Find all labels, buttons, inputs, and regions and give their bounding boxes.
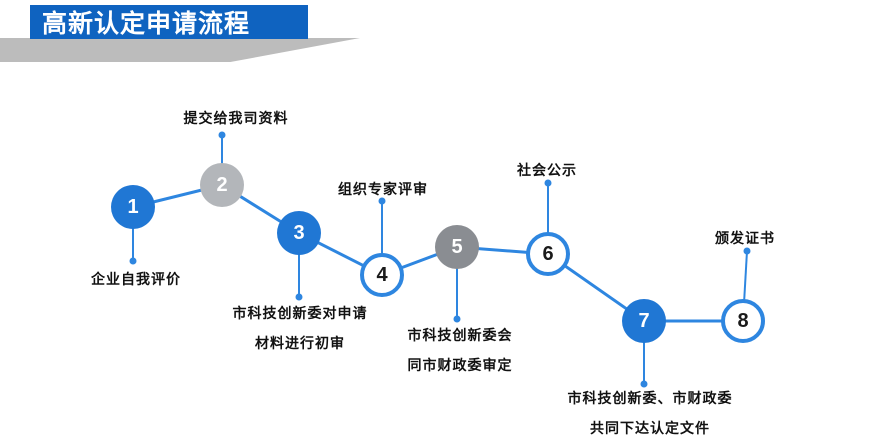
page-title: 高新认定申请流程 [30,5,308,39]
step-node-2: 2 [200,163,244,207]
step-node-3: 3 [277,211,321,255]
step-label-3: 市科技创新委对申请 材料进行初审 [232,305,368,351]
step-number-6: 6 [542,242,554,265]
step-number-1: 1 [127,195,139,218]
stub-dot-4 [378,197,386,205]
step-node-7: 7 [622,299,666,343]
step-label-2: 提交给我司资料 [183,110,289,126]
step-number-7: 7 [638,309,650,332]
step-number-4: 4 [376,263,388,286]
step-number-2: 2 [216,173,228,196]
step-node-4: 4 [360,253,404,297]
page-title-text: 高新认定申请流程 [42,10,251,38]
step-label-6: 社会公示 [517,162,577,178]
step-label-4: 组织专家评审 [338,181,428,197]
stub-dot-5 [453,315,461,323]
step-label-8: 颁发证书 [715,230,775,246]
step-number-5: 5 [451,235,463,258]
step-number-3: 3 [293,221,305,244]
step-label-5: 市科技创新委会 同市财政委审定 [407,327,513,373]
stub-dot-3 [295,293,303,301]
step-node-8: 8 [721,299,765,343]
step-number-8: 8 [737,309,749,332]
stub-dot-8 [743,247,751,255]
stub-dot-2 [218,131,226,139]
stub-dot-7 [640,380,648,388]
step-node-5: 5 [435,225,479,269]
step-node-1: 1 [111,185,155,229]
stub-dot-1 [129,257,137,265]
step-node-6: 6 [526,232,570,276]
step-label-1: 企业自我评价 [91,271,181,287]
step-label-7: 市科技创新委、市财政委 共同下达认定文件 [567,390,733,436]
stub-dot-6 [544,179,552,187]
